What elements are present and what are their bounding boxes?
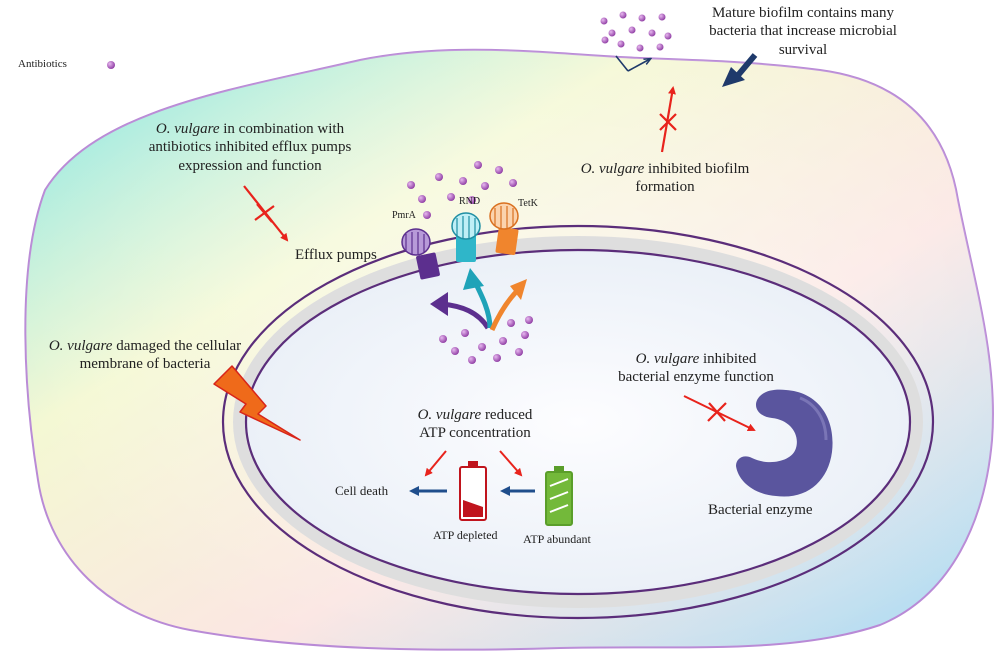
- efflux-callout-species: O. vulgare: [155, 121, 220, 137]
- enzyme-inhibition-callout: O. vulgare inhibited bacterial enzyme fu…: [596, 350, 796, 387]
- antibiotic-cluster-inside: [439, 316, 533, 364]
- efflux-callout-line2: antibiotics inhibited efflux pumps: [148, 139, 352, 156]
- rnd-pump: [451, 212, 481, 262]
- efflux-callout-line1: in combination with: [219, 121, 345, 137]
- atp-arrow-left: [424, 450, 447, 477]
- bacterial-enzyme-label: Bacterial enzyme: [708, 502, 813, 518]
- battery-depleted-icon: [459, 461, 487, 521]
- battery-abundant-icon: [545, 466, 573, 526]
- mature-biofilm-line2: bacteria that increase microbial: [709, 23, 897, 40]
- antibiotics-legend-label: Antibiotics: [18, 58, 67, 70]
- antibiotic-cluster-pumps: [407, 161, 517, 219]
- membrane-callout-line1: damaged the cellular: [112, 338, 242, 354]
- membrane-callout-species: O. vulgare: [48, 338, 113, 354]
- antibiotic-legend-icon: [107, 61, 115, 69]
- tetk-pump: [489, 202, 519, 256]
- mature-biofilm-line1: Mature biofilm contains many: [711, 5, 895, 21]
- membrane-callout-line2: membrane of bacteria: [79, 356, 211, 373]
- atp-callout-species: O. vulgare: [417, 407, 482, 423]
- enzyme-callout-species: O. vulgare: [635, 351, 700, 367]
- biofilm-callout-species: O. vulgare: [580, 161, 645, 177]
- biofilm-callout-line1: inhibited biofilm: [644, 161, 750, 177]
- efflux-inhibition-arrow: [243, 185, 289, 242]
- atp-abundant-label: ATP abundant: [523, 532, 591, 546]
- cell-death-label: Cell death: [335, 483, 389, 498]
- biofilm-callout-line2: formation: [635, 179, 695, 196]
- mature-biofilm-callout: Mature biofilm contains many bacteria th…: [683, 4, 923, 59]
- membrane-damage-callout: O. vulgare damaged the cellular membrane…: [20, 337, 270, 374]
- bacterial-enzyme-shape: [736, 389, 833, 497]
- enzyme-callout-line1: inhibited: [699, 351, 757, 367]
- atp-arrow-right: [499, 450, 523, 477]
- membrane-damage-bolt: [213, 365, 301, 441]
- biofilm-inhibition-arrow: [659, 86, 677, 153]
- efflux-callout-line3: expression and function: [178, 157, 322, 174]
- outer-membrane: [221, 224, 935, 620]
- efflux-inhibition-callout: O. vulgare in combination with antibioti…: [115, 120, 385, 175]
- biofilm-inhibition-callout: O. vulgare inhibited biofilm formation: [555, 160, 775, 197]
- pmra-pump: [401, 228, 440, 280]
- atp-depleted-label: ATP depleted: [433, 528, 498, 542]
- biofilm-release-arrow: [615, 56, 650, 72]
- enzyme-callout-line2: bacterial enzyme function: [618, 369, 774, 386]
- efflux-pumps-label: Efflux pumps: [295, 247, 377, 263]
- mature-biofilm-arrow: [722, 53, 758, 87]
- atp-reduction-callout: O. vulgare reduced ATP concentration: [385, 406, 565, 443]
- pmra-label: PmrA: [392, 210, 416, 221]
- rnd-label: RND: [459, 196, 481, 207]
- enzyme-inhibition-arrow: [683, 395, 756, 431]
- inner-membrane: [244, 248, 912, 596]
- antibiotic-cluster-top: [600, 11, 672, 52]
- mature-biofilm-line3: survival: [778, 41, 828, 58]
- efflux-flow-arrows: [430, 268, 527, 332]
- atp-callout-line1: reduced: [481, 407, 533, 423]
- atp-callout-line2: ATP concentration: [419, 425, 531, 442]
- tetk-label: TetK: [518, 198, 538, 209]
